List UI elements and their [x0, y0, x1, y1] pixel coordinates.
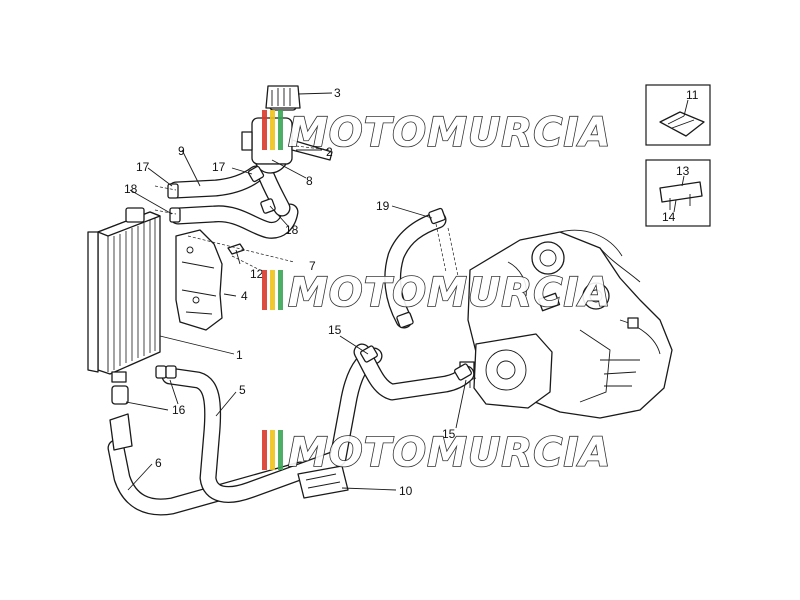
label-part-10: 10 — [399, 484, 413, 498]
watermark-text: MOTOMURCIA — [288, 110, 611, 156]
watermark-middle: MOTOMURCIA — [262, 269, 611, 317]
label-part-15-a: 15 — [328, 323, 342, 337]
label-part-6: 6 — [155, 456, 162, 470]
watermark-stripe-red — [262, 430, 267, 470]
label-part-19: 19 — [376, 199, 390, 213]
label-part-13: 13 — [676, 164, 690, 178]
part-labels: 1 2 3 4 5 6 7 8 9 10 11 12 13 14 15 15 1… — [124, 86, 699, 498]
watermark-stripe-yellow — [270, 110, 275, 150]
radiator — [87, 207, 161, 383]
label-part-17-b: 17 — [212, 160, 226, 174]
label-part-12: 12 — [250, 267, 264, 281]
leader-lines — [125, 92, 467, 491]
label-part-8: 8 — [306, 174, 313, 188]
label-part-18-b: 18 — [285, 223, 299, 237]
label-part-3: 3 — [334, 86, 341, 100]
watermark-stripe-red — [262, 270, 267, 310]
radiator-bracket — [175, 229, 223, 331]
watermark-stripe-yellow — [270, 270, 275, 310]
watermark-bottom: MOTOMURCIA — [262, 429, 611, 477]
inset-box-13-14 — [645, 159, 711, 227]
watermark-stripe-green — [278, 270, 283, 310]
watermark-text: MOTOMURCIA — [288, 430, 611, 476]
dashed-guides — [154, 145, 459, 277]
label-part-18-a: 18 — [124, 182, 138, 196]
label-part-17-a: 17 — [136, 160, 150, 174]
label-part-7: 7 — [309, 259, 316, 273]
label-part-9: 9 — [178, 144, 185, 158]
label-part-15-b: 15 — [442, 427, 456, 441]
label-part-5: 5 — [239, 383, 246, 397]
watermark-stripe-red — [262, 110, 267, 150]
label-part-16: 16 — [172, 403, 186, 417]
watermark-top: MOTOMURCIA — [262, 109, 611, 157]
drain-parts — [109, 385, 133, 451]
label-part-11: 11 — [686, 88, 699, 102]
watermark-stripe-green — [278, 110, 283, 150]
label-part-1: 1 — [236, 348, 243, 362]
watermark-text: MOTOMURCIA — [288, 270, 611, 316]
watermark-stripe-yellow — [270, 430, 275, 470]
label-part-14: 14 — [662, 210, 676, 224]
shield-10 — [297, 465, 349, 499]
watermark-stripe-green — [278, 430, 283, 470]
label-part-4: 4 — [241, 289, 248, 303]
hose-clamps — [155, 165, 472, 381]
engine-assembly — [459, 229, 673, 419]
label-part-2: 2 — [326, 145, 333, 159]
inset-box-11 — [645, 84, 711, 146]
